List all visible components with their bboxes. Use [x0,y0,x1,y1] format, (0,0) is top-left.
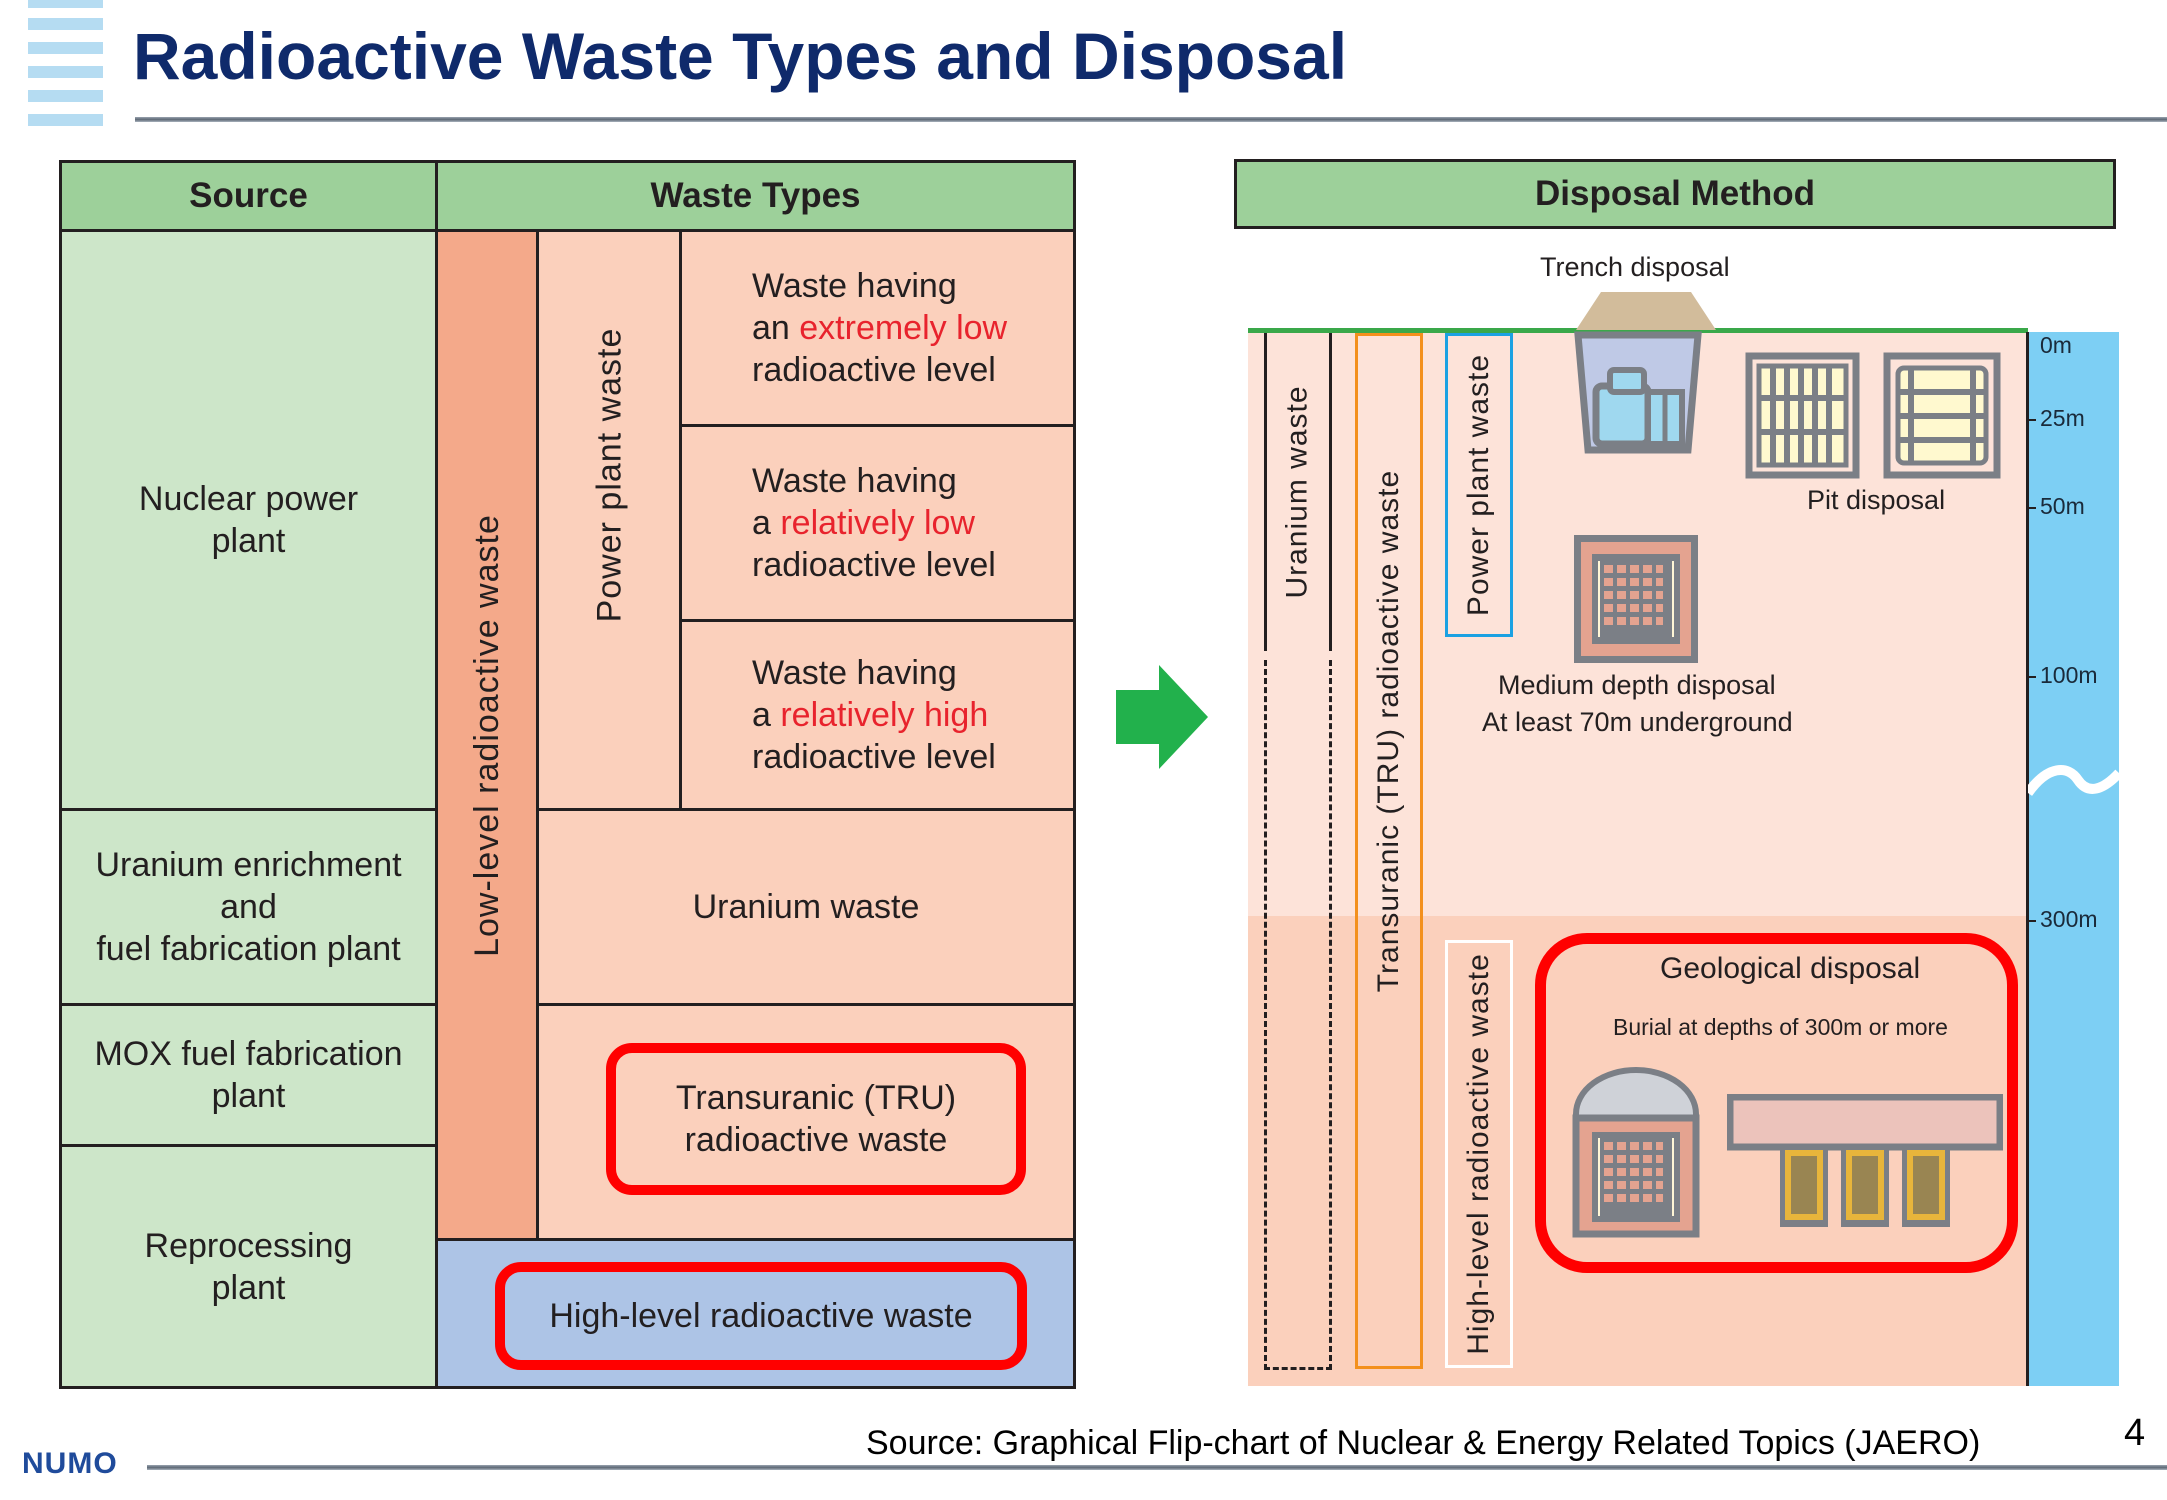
low-level-waste-label: Low-level radioactive waste [467,513,506,957]
tru-line: radioactive waste [684,1121,948,1159]
power-plant-waste-bar: Power plant waste [1445,333,1513,637]
source-uranium-enrichment: Uranium enrichment and fuel fabrication … [59,808,438,1006]
stripe [28,114,103,126]
header-waste-types: Waste Types [435,160,1076,232]
medium-depth-label: Medium depth disposal [1498,670,1776,700]
title-divider [135,117,2167,122]
waste-level-relatively-high: Waste having a relatively high radioacti… [679,619,1076,811]
stripe [28,42,103,54]
depth-label-300m: 300m [2040,906,2098,932]
stripe [28,66,103,78]
power-plant-waste-column: Power plant waste [536,229,682,811]
uranium-waste-bar: Uranium waste [1264,333,1332,651]
source-mox-fuel-plant: MOX fuel fabrication plant [59,1003,438,1147]
vertical-emplacement-icon [1572,1067,1700,1238]
high-level-waste-highlight: High-level radioactive waste [495,1262,1027,1370]
level-line: an extremely low [752,307,1007,349]
trench-disposal-icon [1574,292,1716,454]
numo-logo: NUMO [22,1447,118,1480]
waste-level-relatively-low: Waste having a relatively low radioactiv… [679,424,1076,622]
source-reprocessing-plant: Reprocessing plant [59,1144,438,1389]
tru-waste-cell [536,1003,1076,1241]
source-citation: Source: Graphical Flip-chart of Nuclear … [866,1424,1981,1462]
uranium-waste-bar-dashed [1264,660,1332,1370]
depth-tick [2028,419,2036,421]
geological-disposal-title: Geological disposal [1660,952,1921,985]
high-level-waste-bar: High-level radioactive waste [1445,940,1513,1368]
scale-break-icon [2028,765,2119,797]
stripe [28,18,103,30]
tunnel-emplacement-icon [1727,1094,2003,1227]
header-source: Source [59,160,438,232]
high-level-waste-bar-label: High-level radioactive waste [1462,953,1496,1355]
footer-divider [147,1465,2167,1470]
depth-tick [2028,920,2036,922]
level-line: Waste having [752,462,957,500]
power-plant-waste-label: Power plant waste [590,327,628,623]
uranium-waste-cell: Uranium waste [536,808,1076,1006]
tru-line: Transuranic (TRU) [675,1079,957,1117]
source-nuclear-power-plant: Nuclear power plant [59,229,438,811]
level-prefix: a [752,504,781,542]
level-line: radioactive level [752,351,996,389]
stripe [28,0,103,8]
tru-waste-bar: Transuranic (TRU) radioactive waste [1355,333,1423,1369]
depth-scale-strip [2028,332,2119,1386]
medium-depth-disposal-icon [1574,535,1698,663]
trench-disposal-label: Trench disposal [1540,252,1730,282]
stripe [28,90,103,102]
level-highlight: extremely low [799,309,1008,347]
tru-waste-highlight: Transuranic (TRU) radioactive waste [606,1043,1026,1195]
right-arrow-icon [1116,665,1208,769]
header-disposal-method: Disposal Method [1234,159,2116,229]
level-prefix: an [752,309,800,347]
level-highlight: relatively high [780,696,989,734]
level-line: radioactive level [752,738,996,776]
level-line: radioactive level [752,546,996,584]
page-number: 4 [2124,1412,2146,1454]
depth-label-100m: 100m [2040,662,2098,688]
level-line: a relatively low [752,502,996,544]
depth-label-25m: 25m [2040,405,2085,431]
pit-disposal-label: Pit disposal [1807,485,1946,515]
geological-disposal-subtitle: Burial at depths of 300m or more [1613,1014,1948,1040]
medium-depth-sublabel: At least 70m underground [1482,707,1793,737]
ground-surface-line [1248,328,2028,333]
depth-label-50m: 50m [2040,493,2085,519]
power-plant-waste-bar-label: Power plant waste [1462,353,1496,617]
pit-disposal-icon [1745,352,2001,479]
depth-tick [2028,507,2036,509]
level-prefix: a [752,696,781,734]
waste-level-extremely-low: Waste having an extremely low radioactiv… [679,229,1076,427]
level-highlight: relatively low [780,504,975,542]
tru-waste-bar-label: Transuranic (TRU) radioactive waste [1372,469,1405,993]
low-level-waste-column: Low-level radioactive waste [435,229,539,1241]
page-title: Radioactive Waste Types and Disposal [133,19,1348,93]
level-line: Waste having [752,654,957,692]
depth-label-0m: 0m [2040,332,2072,358]
level-line: a relatively high [752,694,996,736]
depth-axis [2026,332,2029,1386]
uranium-waste-bar-label: Uranium waste [1281,385,1315,599]
level-line: Waste having [752,267,957,305]
geological-disposal-highlight [1535,933,2018,1273]
depth-tick [2028,676,2036,678]
